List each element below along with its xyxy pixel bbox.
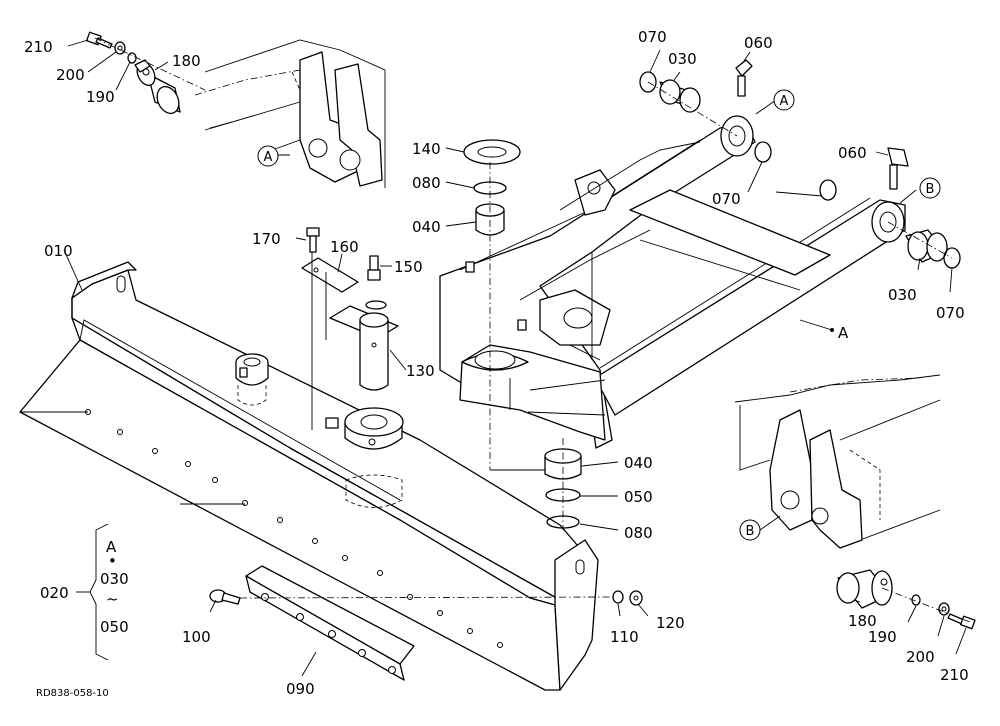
blade-pivot-boss [325, 407, 404, 508]
grease-060-top [735, 59, 753, 97]
label-ref-a: A [838, 324, 849, 342]
svg-text:B: B [746, 524, 755, 539]
bushing-030-right [905, 229, 948, 263]
label-180-top: 180 [172, 52, 201, 70]
blade-bracket [235, 353, 269, 406]
detail-pivot-a [194, 39, 386, 188]
pin-180-top [134, 59, 181, 115]
svg-text:050: 050 [100, 618, 129, 636]
label-040-bottom: 040 [624, 454, 653, 472]
label-130: 130 [406, 362, 435, 380]
label-210-bottom: 210 [940, 666, 969, 684]
bolt-170 [306, 227, 320, 253]
svg-text:030: 030 [100, 570, 129, 588]
bolt-100 [209, 589, 241, 605]
cutting-edge-090 [245, 565, 415, 681]
group-020-bracket: A • 030 ~ 050 [76, 523, 129, 661]
label-120: 120 [656, 614, 685, 632]
pin-130 [329, 300, 399, 391]
bolt-210-bottom [947, 613, 976, 630]
label-070-mid: 070 [712, 190, 741, 208]
label-140: 140 [412, 140, 441, 158]
callout-b-bottom-right: B [739, 519, 761, 541]
svg-text:A: A [780, 94, 789, 109]
circlip-070-mid [754, 141, 772, 163]
part-labels: 210 200 190 180 010 170 160 150 130 140 … [24, 28, 969, 698]
dozer-blade-010 [19, 261, 599, 691]
label-160: 160 [330, 238, 359, 256]
svg-text:A: A [264, 150, 273, 165]
washer-200-top [114, 41, 126, 55]
leader-lines [63, 39, 967, 677]
drawing-code: RD838-058-10 [36, 688, 109, 699]
svg-text:~: ~ [106, 590, 119, 608]
dozer-arm-frame [439, 115, 906, 449]
svg-text:•: • [108, 552, 117, 570]
label-090: 090 [286, 680, 315, 698]
label-040-top: 040 [412, 218, 441, 236]
label-080-bottom: 080 [624, 524, 653, 542]
bushing-030-top [659, 79, 701, 113]
nut-120 [629, 590, 643, 606]
label-070-far: 070 [936, 304, 965, 322]
label-060-top: 060 [744, 34, 773, 52]
label-080-top: 080 [412, 174, 441, 192]
label-030-right: 030 [888, 286, 917, 304]
washer-110 [612, 590, 624, 604]
label-020: 020 [40, 584, 69, 602]
label-150: 150 [394, 258, 423, 276]
plate-160 [301, 257, 359, 293]
callout-b-arm: B [919, 177, 941, 199]
label-200-bottom: 200 [906, 648, 935, 666]
washer-140 [463, 139, 521, 165]
label-190-bottom: 190 [868, 628, 897, 646]
grease-nipple-150 [367, 255, 381, 281]
ref-point-a-dot [830, 328, 834, 332]
washer-200-bottom [938, 602, 950, 616]
svg-text:A: A [106, 538, 117, 556]
svg-text:B: B [926, 182, 935, 197]
pin-180-bottom [836, 569, 893, 609]
label-200-top: 200 [56, 66, 85, 84]
label-010: 010 [44, 242, 73, 260]
detail-pivot-b [734, 374, 941, 549]
label-170: 170 [252, 230, 281, 248]
callout-a-top-left: A [257, 145, 279, 167]
grease-060-right [887, 147, 909, 190]
circlip-070-top [639, 71, 657, 93]
circlip-070-right [819, 179, 837, 201]
label-180-bottom: 180 [848, 612, 877, 630]
label-190-top: 190 [86, 88, 115, 106]
label-210-top: 210 [24, 38, 53, 56]
label-070-top: 070 [638, 28, 667, 46]
label-030-top: 030 [668, 50, 697, 68]
label-050: 050 [624, 488, 653, 506]
label-060-right: 060 [838, 144, 867, 162]
lockwasher-190-top [127, 52, 137, 64]
label-110: 110 [610, 628, 639, 646]
label-100: 100 [182, 628, 211, 646]
callout-a-arm: A [773, 89, 795, 111]
